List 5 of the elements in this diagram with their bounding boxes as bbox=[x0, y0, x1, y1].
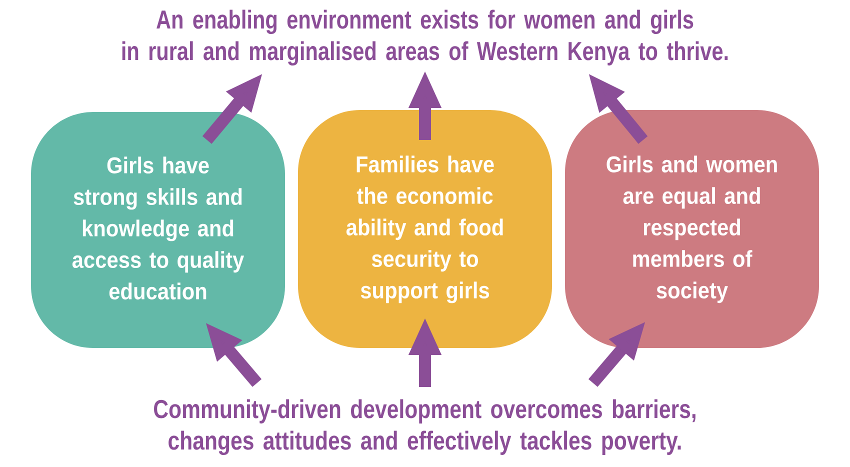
statement-text: Community-driven development overcomes barriers, changes attitudes and effectively tackles poverty. bbox=[154, 399, 696, 456]
rounded-box: Girls and women are equal and respected members of society bbox=[565, 110, 819, 348]
rounded-box: Girls have strong skills and knowledge and access to quality education bbox=[31, 112, 285, 348]
goal-text: An enabling environment exists for women and girls in rural and marginalised areas of Western Kenya to thrive. bbox=[122, 10, 728, 66]
rounded-box: Families have the economic ability and food security to support girls bbox=[298, 110, 552, 348]
